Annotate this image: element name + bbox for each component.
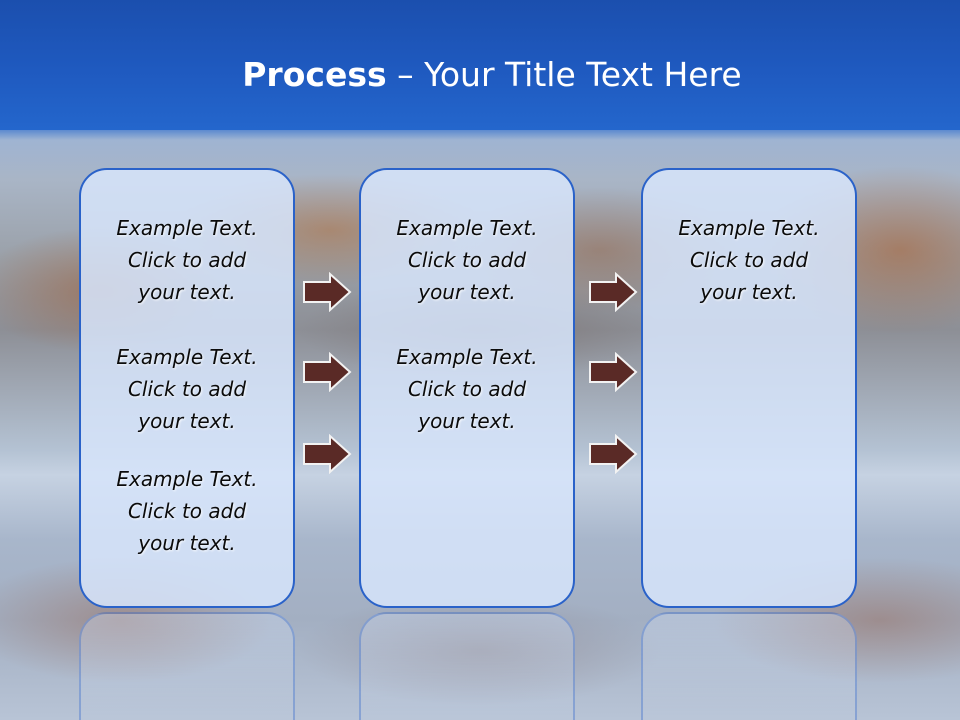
slide-title[interactable]: Process – Your Title Text Here [0,50,960,100]
panel-3-reflection [641,612,857,720]
panel-1-text-1[interactable]: Example Text. Click to add your text. [116,216,258,304]
panel-2-reflection [359,612,575,720]
panel-2-text-1[interactable]: Example Text. Click to add your text. [396,216,538,304]
right-arrow-icon[interactable] [588,272,638,312]
right-arrow-icon[interactable] [302,434,352,474]
panel-1-text-2[interactable]: Example Text. Click to add your text. [116,345,258,433]
right-arrow-icon[interactable] [302,352,352,392]
process-panel-3[interactable]: Example Text. Click to add your text. [641,168,857,608]
right-arrow-icon[interactable] [302,272,352,312]
panel-1-reflection [79,612,295,720]
panel-1-text-3[interactable]: Example Text. Click to add your text. [116,467,258,555]
title-band [0,0,960,130]
process-panel-1[interactable]: Example Text. Click to add your text. Ex… [79,168,295,608]
panel-3-text-1[interactable]: Example Text. Click to add your text. [678,216,820,304]
title-rest-text: – Your Title Text Here [386,55,742,94]
process-panel-2[interactable]: Example Text. Click to add your text. Ex… [359,168,575,608]
title-bold-text: Process [242,55,387,94]
panel-2-text-2[interactable]: Example Text. Click to add your text. [396,345,538,433]
right-arrow-icon[interactable] [588,352,638,392]
right-arrow-icon[interactable] [588,434,638,474]
